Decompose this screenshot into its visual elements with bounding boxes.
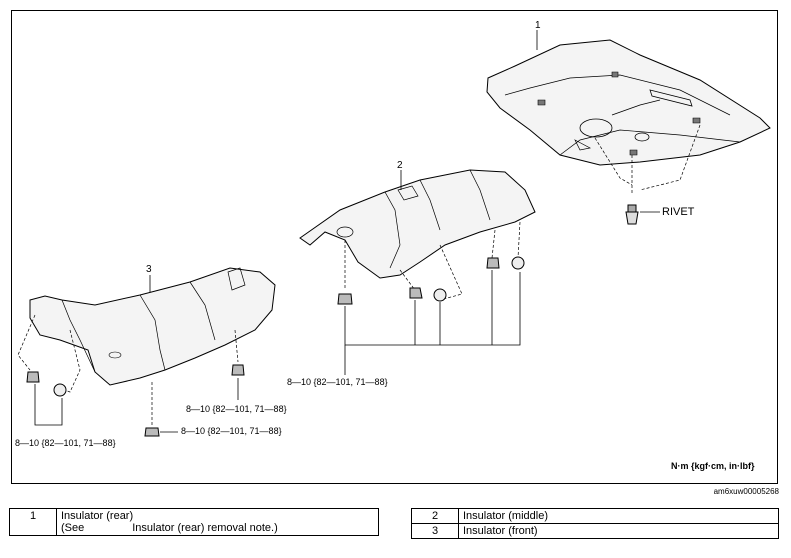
exploded-diagram — [17, 30, 771, 437]
rivet-icon — [625, 204, 660, 225]
torque-middle: 8—10 {82—101, 71—88} — [287, 377, 388, 387]
part-name: Insulator (front) — [458, 523, 779, 539]
diagram-frame — [11, 10, 778, 484]
callout-2: 2 — [397, 160, 403, 171]
see-link[interactable]: Insulator (rear) removal note.) — [132, 522, 278, 534]
part-name: Insulator (middle) — [458, 508, 779, 524]
see-prefix: (See — [61, 522, 85, 534]
insulator-rear — [486, 30, 771, 166]
front-nut-icons — [26, 364, 245, 437]
middle-leader-lines — [344, 221, 521, 301]
parts-table-right: 2 Insulator (middle) 3 Insulator (front) — [411, 508, 779, 539]
part-number: 1 — [9, 508, 57, 536]
middle-bracket-lines — [344, 270, 521, 346]
part-description: Insulator (rear) (See Insulator (rear) re… — [56, 508, 379, 536]
callout-1: 1 — [535, 20, 541, 31]
table-row: 2 Insulator (middle) — [411, 508, 779, 524]
part-number: 2 — [411, 508, 459, 524]
units-label: N·m {kgf·cm, in·lbf} — [671, 461, 755, 471]
image-code: am6xuw00005268 — [713, 487, 779, 496]
part-name: Insulator (rear) — [61, 510, 134, 522]
rivet-label: RIVET — [662, 206, 695, 218]
middle-nut-icons — [337, 256, 525, 305]
callout-3: 3 — [146, 264, 152, 275]
torque-front-bottom: 8—10 {82—101, 71—88} — [181, 426, 282, 436]
torque-front-left: 8—10 {82—101, 71—88} — [15, 438, 116, 448]
insulator-middle — [299, 169, 536, 279]
table-row: 3 Insulator (front) — [411, 523, 779, 539]
part-number: 3 — [411, 523, 459, 539]
torque-front-right: 8—10 {82—101, 71—88} — [186, 404, 287, 414]
rivet-leader-lines — [594, 124, 701, 195]
